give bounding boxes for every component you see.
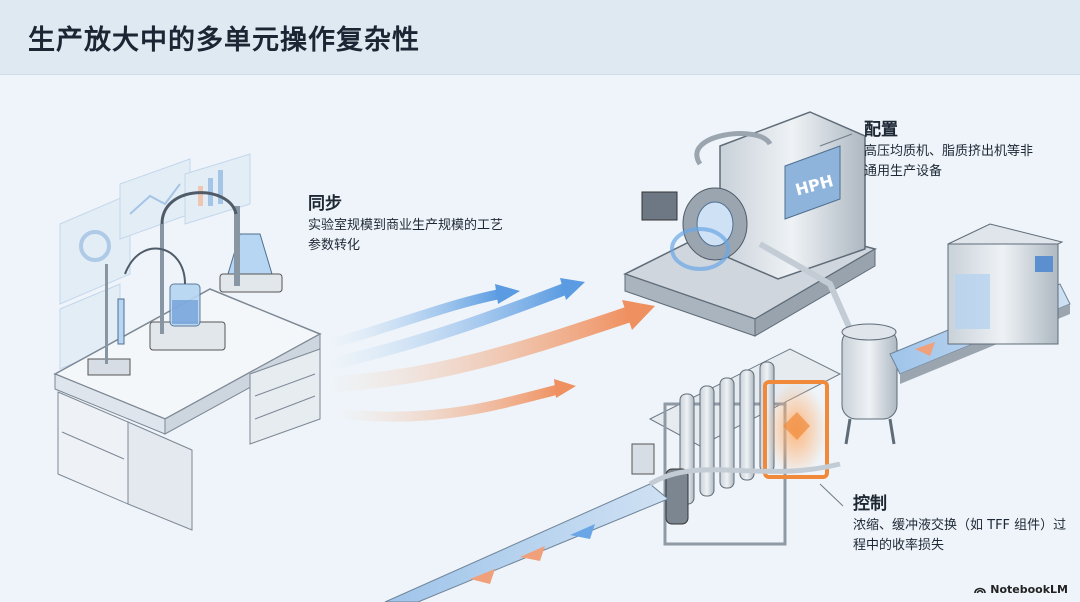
tff-skid <box>632 349 840 544</box>
page-title: 生产放大中的多单元操作复杂性 <box>28 18 420 57</box>
control-text: 浓缩、缓冲液交换（如 TFF 组件）过程中的收率损失 <box>853 516 1068 556</box>
config-text: 高压均质机、脂质挤出机等非通用生产设备 <box>864 142 1044 182</box>
control-annotation: 控制 浓缩、缓冲液交换（如 TFF 组件）过程中的收率损失 <box>853 492 1068 556</box>
brand-watermark: NotebookLM <box>974 583 1068 596</box>
sync-annotation: 同步 实验室规模到商业生产规模的工艺参数转化 <box>308 192 503 256</box>
bottom-conveyor <box>385 464 840 602</box>
hph-machine: HPH <box>625 112 875 336</box>
sync-text: 实验室规模到商业生产规模的工艺参数转化 <box>308 216 503 256</box>
config-annotation: 配置 高压均质机、脂质挤出机等非通用生产设备 <box>864 118 1044 182</box>
config-heading: 配置 <box>864 118 1044 142</box>
right-conveyor <box>890 224 1070 384</box>
reactor-tank <box>842 324 897 444</box>
brand-name: NotebookLM <box>990 583 1068 596</box>
header-bar: 生产放大中的多单元操作复杂性 <box>0 0 1080 75</box>
scaleup-arrows <box>330 278 655 417</box>
sync-heading: 同步 <box>308 192 503 216</box>
control-leader <box>820 484 843 506</box>
notebooklm-logo-icon <box>974 585 986 594</box>
control-heading: 控制 <box>853 492 1068 516</box>
